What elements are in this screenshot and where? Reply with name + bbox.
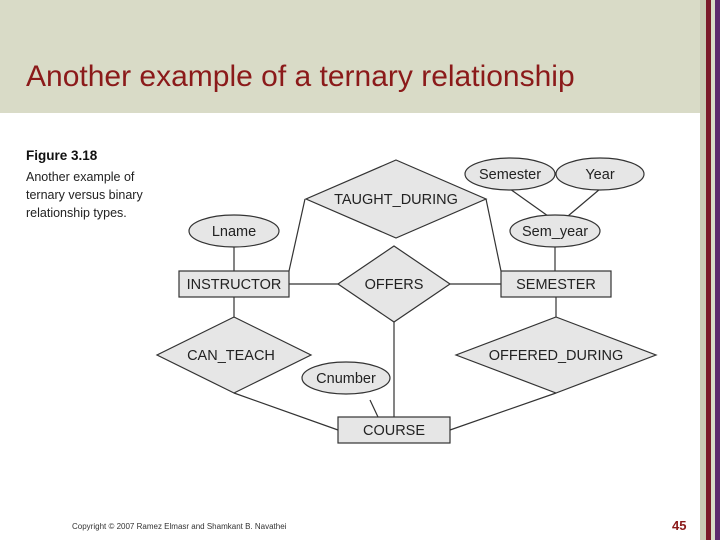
cnumber-label: Cnumber [316,371,376,387]
attribute-year [555,157,645,191]
right-decor-bar-light [711,0,715,540]
edge-taught-during-semester [485,198,502,272]
attribute-sem-year [509,214,601,248]
relationship-can-teach [155,316,313,394]
offered-during-label: OFFERED_DURING [489,348,624,364]
figure-caption-line: Another example of [26,170,135,184]
edge-offeredduring-course [449,392,557,431]
entity-course [337,416,451,444]
connector-lines [233,188,601,431]
sem-year-label: Sem_year [522,224,588,240]
attribute-cnumber [301,361,391,395]
header-band [0,0,700,113]
right-decor-bar [700,0,706,540]
entity-instructor [178,270,290,298]
can-teach-label: CAN_TEACH [187,348,275,364]
slide-title: Another example of a ternary relationshi… [26,60,575,93]
year-label: Year [585,167,614,183]
entity-semester [500,270,612,298]
figure-caption-line: relationship types. [26,206,127,220]
relationship-taught-during [304,159,488,239]
footer-copyright: Copyright © 2007 Ramez Elmasr and Shamka… [72,522,287,531]
relationship-offers [336,245,452,323]
course-label: COURSE [363,423,425,439]
edge-canteach-course [233,392,339,431]
lname-label: Lname [212,224,256,240]
edge-year-semyear [567,188,601,217]
right-decor-bar-maroon [706,0,711,540]
page-number: 45 [672,518,687,533]
edge-taught-during-instructor [288,198,306,272]
semester-attr-label: Semester [479,167,541,183]
right-decor-bar-purple [715,0,720,540]
edge-cnumber-course [369,399,379,418]
figure-caption-line: ternary versus binary [26,188,143,202]
taught-during-label: TAUGHT_DURING [334,192,458,208]
instructor-label: INSTRUCTOR [187,277,282,293]
attribute-semester [464,157,556,191]
semester-entity-label: SEMESTER [516,277,596,293]
relationship-offered-during [454,316,658,394]
figure-label: Figure 3.18 [26,148,98,163]
offers-label: OFFERS [365,277,424,293]
attribute-lname [188,214,280,248]
edge-semester-semyear [509,188,549,217]
